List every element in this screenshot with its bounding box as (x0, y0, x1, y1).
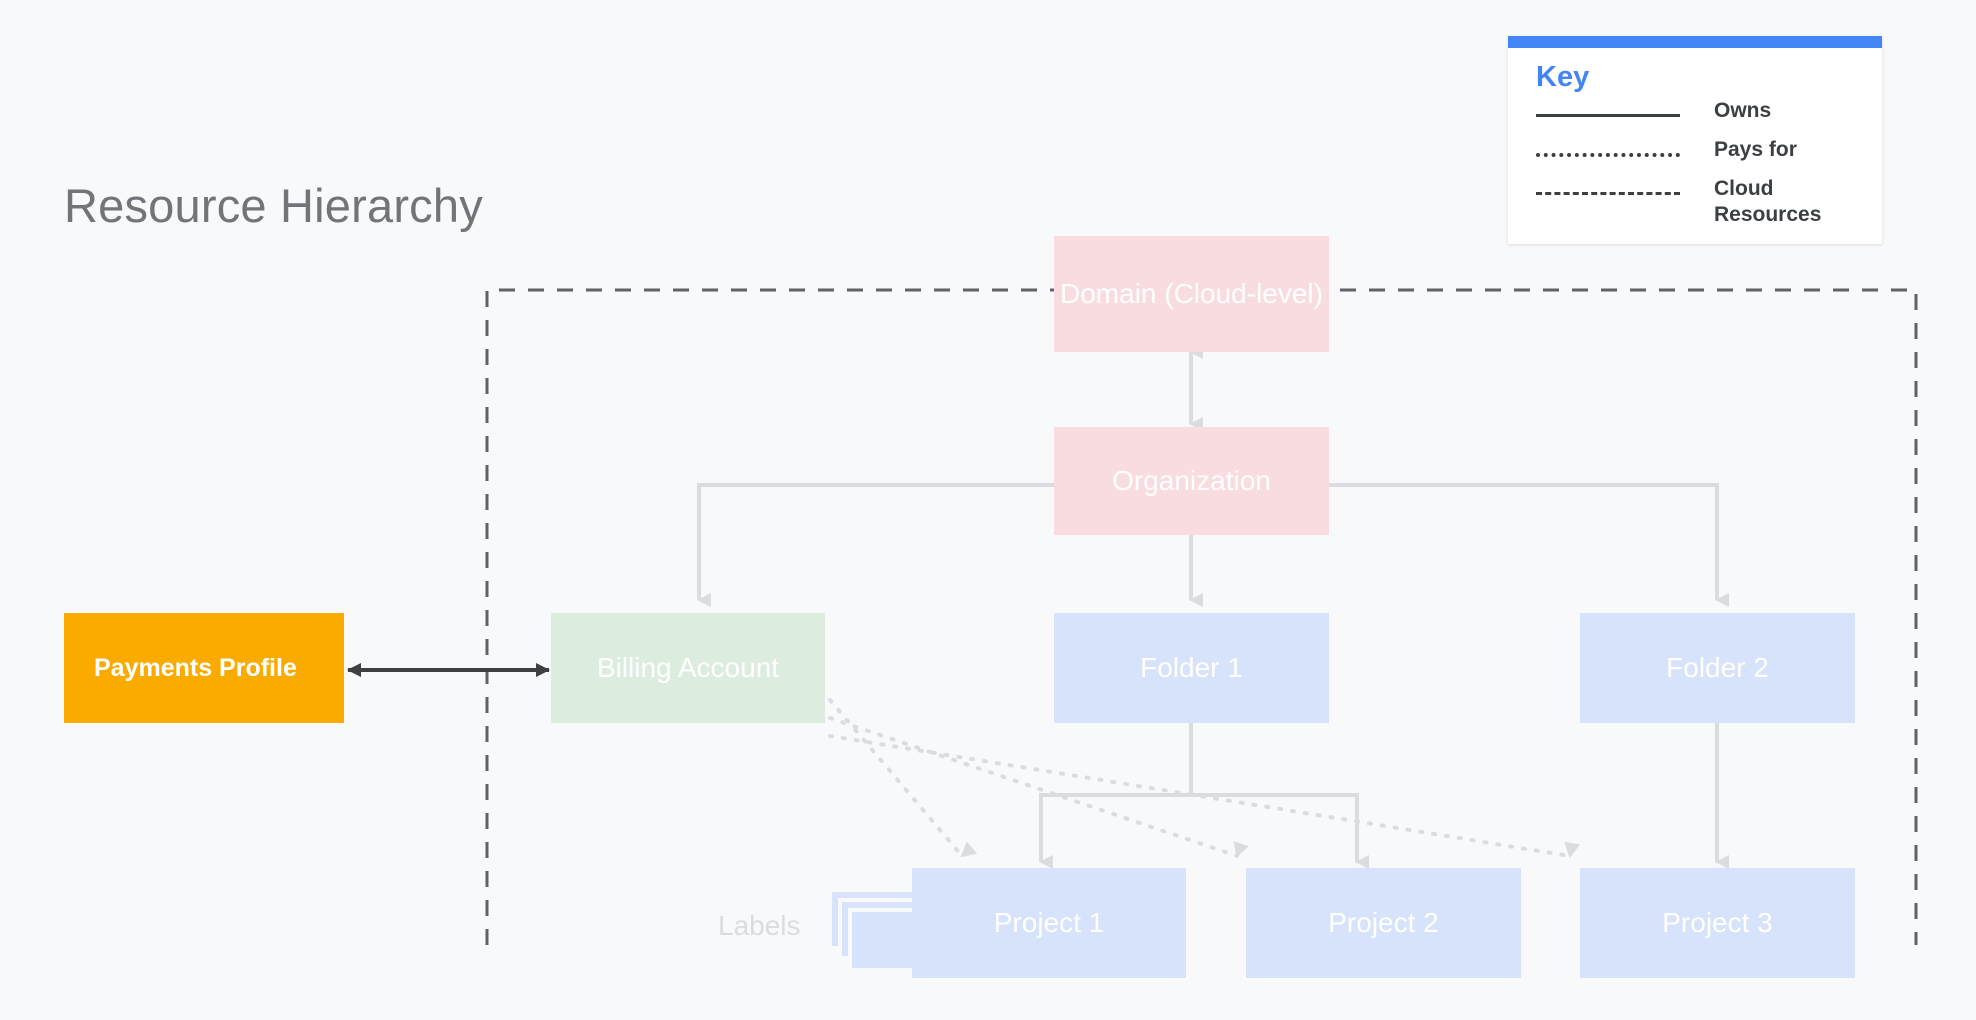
node-organization[interactable]: Organization (1054, 427, 1329, 535)
legend-card: Key Owns Pays for Cloud Resources (1508, 36, 1882, 244)
node-folder-1[interactable]: Folder 1 (1054, 613, 1329, 723)
node-domain[interactable]: Domain (Cloud-level) (1054, 236, 1329, 352)
dotted-line-icon (1536, 143, 1680, 165)
solid-line-icon (1536, 104, 1680, 126)
edge-billing-account-project-1 (828, 698, 978, 858)
page-title: Resource Hierarchy (64, 179, 483, 232)
node-label: Organization (1112, 465, 1271, 497)
edge-billing-account-project-2 (828, 716, 1249, 858)
legend-item-cloud-resources: Cloud Resources (1536, 176, 1882, 227)
node-label: Folder 2 (1666, 652, 1769, 684)
node-label: Domain (Cloud-level) (1060, 278, 1323, 310)
node-label: Billing Account (596, 652, 780, 684)
node-project-1[interactable]: Project 1 (912, 868, 1186, 978)
node-label: Project 3 (1662, 907, 1773, 939)
legend-item-label: Cloud Resources (1714, 177, 1822, 227)
node-folder-2[interactable]: Folder 2 (1580, 613, 1855, 723)
edge-folder-1-project-1 (1039, 723, 1193, 869)
legend-item-label: Pays for (1714, 138, 1797, 162)
node-label: Payments Profile (94, 654, 297, 682)
node-project-2[interactable]: Project 2 (1246, 868, 1521, 978)
node-payments-profile[interactable]: Payments Profile (64, 613, 344, 723)
node-project-3[interactable]: Project 3 (1580, 868, 1855, 978)
node-label: Project 2 (1328, 907, 1439, 939)
legend-item-label: Owns (1714, 99, 1772, 123)
edge-folder-1-project-2 (1191, 793, 1369, 869)
legend-item-owns: Owns (1536, 98, 1882, 128)
dashed-line-icon (1536, 182, 1680, 204)
legend-item-pays-for: Pays for (1536, 137, 1882, 167)
node-label: Folder 1 (1140, 652, 1243, 684)
labels-group-label: Labels (718, 910, 801, 941)
node-billing-account[interactable]: Billing Account (551, 613, 825, 723)
edge-billing-account-project-3 (828, 734, 1580, 858)
node-label: Project 1 (993, 907, 1105, 939)
legend-title: Key (1536, 61, 1590, 93)
legend-accent-bar (1508, 36, 1882, 48)
